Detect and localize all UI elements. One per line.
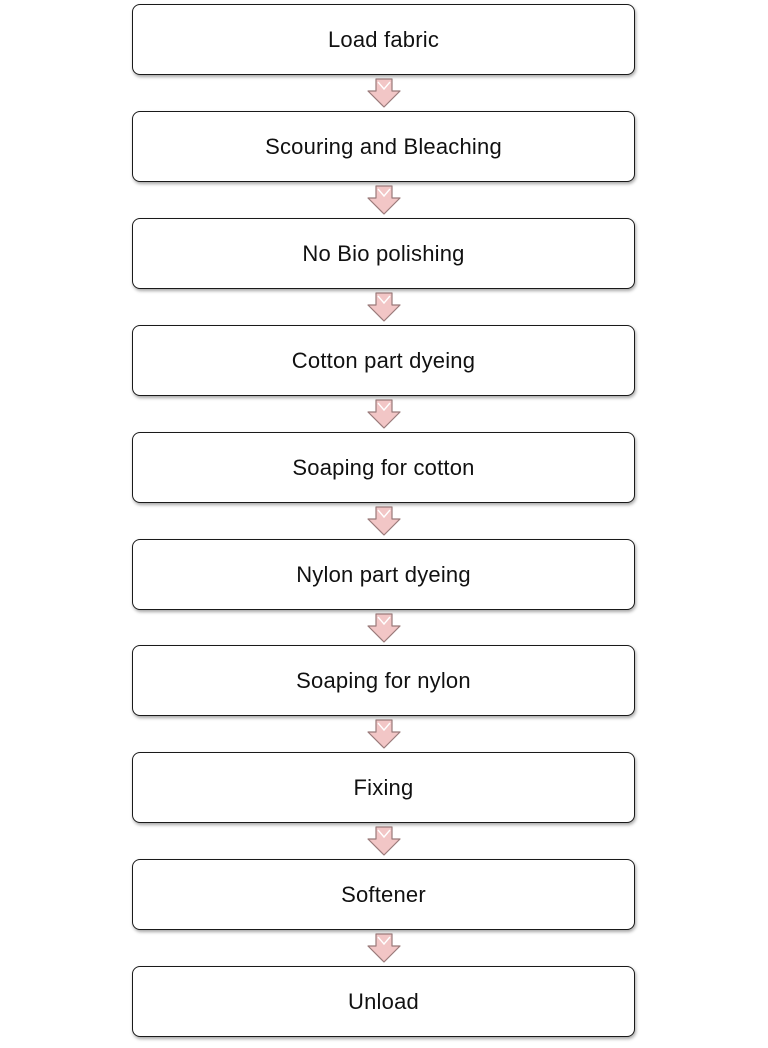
- process-step-label: Unload: [348, 988, 419, 1014]
- process-step-label: Scouring and Bleaching: [265, 133, 502, 159]
- process-step-box: Fixing: [132, 752, 635, 823]
- process-step-label: Softener: [341, 881, 426, 907]
- process-step-label: Fixing: [353, 774, 414, 800]
- process-step-box: Nylon part dyeing: [132, 539, 635, 610]
- process-step-box: Unload: [132, 966, 635, 1037]
- process-step-label: No Bio polishing: [302, 240, 465, 266]
- process-step-box: Cotton part dyeing: [132, 325, 635, 396]
- down-arrow-icon: [367, 78, 401, 108]
- process-step-box: Soaping for cotton: [132, 432, 635, 503]
- process-step-label: Cotton part dyeing: [291, 347, 476, 373]
- down-arrow-icon: [367, 826, 401, 856]
- process-step-label: Nylon part dyeing: [296, 561, 471, 587]
- down-arrow-icon: [367, 292, 401, 322]
- down-arrow-icon: [367, 506, 401, 536]
- down-arrow-icon: [367, 719, 401, 749]
- process-step-box: No Bio polishing: [132, 218, 635, 289]
- process-step-label: Soaping for cotton: [292, 454, 475, 480]
- down-arrow-icon: [367, 933, 401, 963]
- down-arrow-icon: [367, 612, 401, 643]
- down-arrow-icon: [367, 185, 401, 215]
- down-arrow-icon: [367, 399, 401, 429]
- process-step-label: Soaping for nylon: [296, 667, 471, 693]
- process-step-box: Scouring and Bleaching: [132, 111, 635, 182]
- process-step-box: Soaping for nylon: [132, 645, 635, 716]
- process-step-label: Load fabric: [327, 26, 440, 52]
- process-step-box: Softener: [132, 859, 635, 930]
- process-step-box: Load fabric: [132, 4, 635, 75]
